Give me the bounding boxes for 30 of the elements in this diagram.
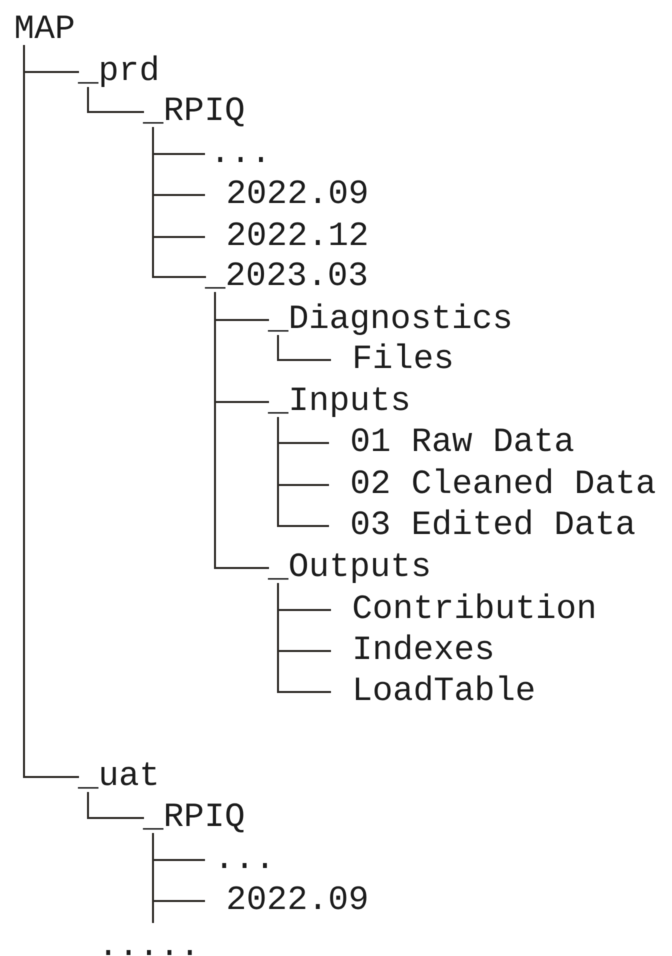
tree-line <box>277 335 331 361</box>
folder-name: ... <box>204 137 272 171</box>
folder-name: Contribution <box>330 593 597 627</box>
folder-name: 2022.12 <box>204 220 369 254</box>
folder-name: ... <box>204 843 276 877</box>
folder-name: 01 Raw Data <box>328 426 574 460</box>
folder-name: 2022.09 <box>204 178 369 212</box>
folder-name: LoadTable <box>330 675 536 709</box>
ellipsis-text: ..... <box>98 930 200 956</box>
folder-name: Files <box>330 343 454 377</box>
folder-name: _Outputs <box>268 551 432 585</box>
folder-name: _Diagnostics <box>268 303 513 337</box>
tree-line <box>152 127 206 278</box>
tree-line <box>87 87 144 113</box>
folder-name: MAP <box>14 13 76 47</box>
folder-name: _prd <box>78 55 160 89</box>
folder-name: _Inputs <box>268 385 411 419</box>
tree-line <box>214 292 269 569</box>
folder-name: _uat <box>78 760 160 794</box>
tree-line <box>277 583 331 693</box>
tree-line <box>152 833 205 902</box>
folder-name: Indexes <box>330 634 495 668</box>
folder-name: 2022.09 <box>204 884 369 918</box>
folder-name: _2023.03 <box>205 260 368 294</box>
tree-line <box>23 45 79 778</box>
folder-name: 03 Edited Data <box>328 509 636 543</box>
folder-name: _RPIQ <box>143 801 246 835</box>
tree-line <box>87 792 144 819</box>
folder-name: 02 Cleaned Data <box>328 468 656 502</box>
folder-name: _RPIQ <box>143 95 246 129</box>
